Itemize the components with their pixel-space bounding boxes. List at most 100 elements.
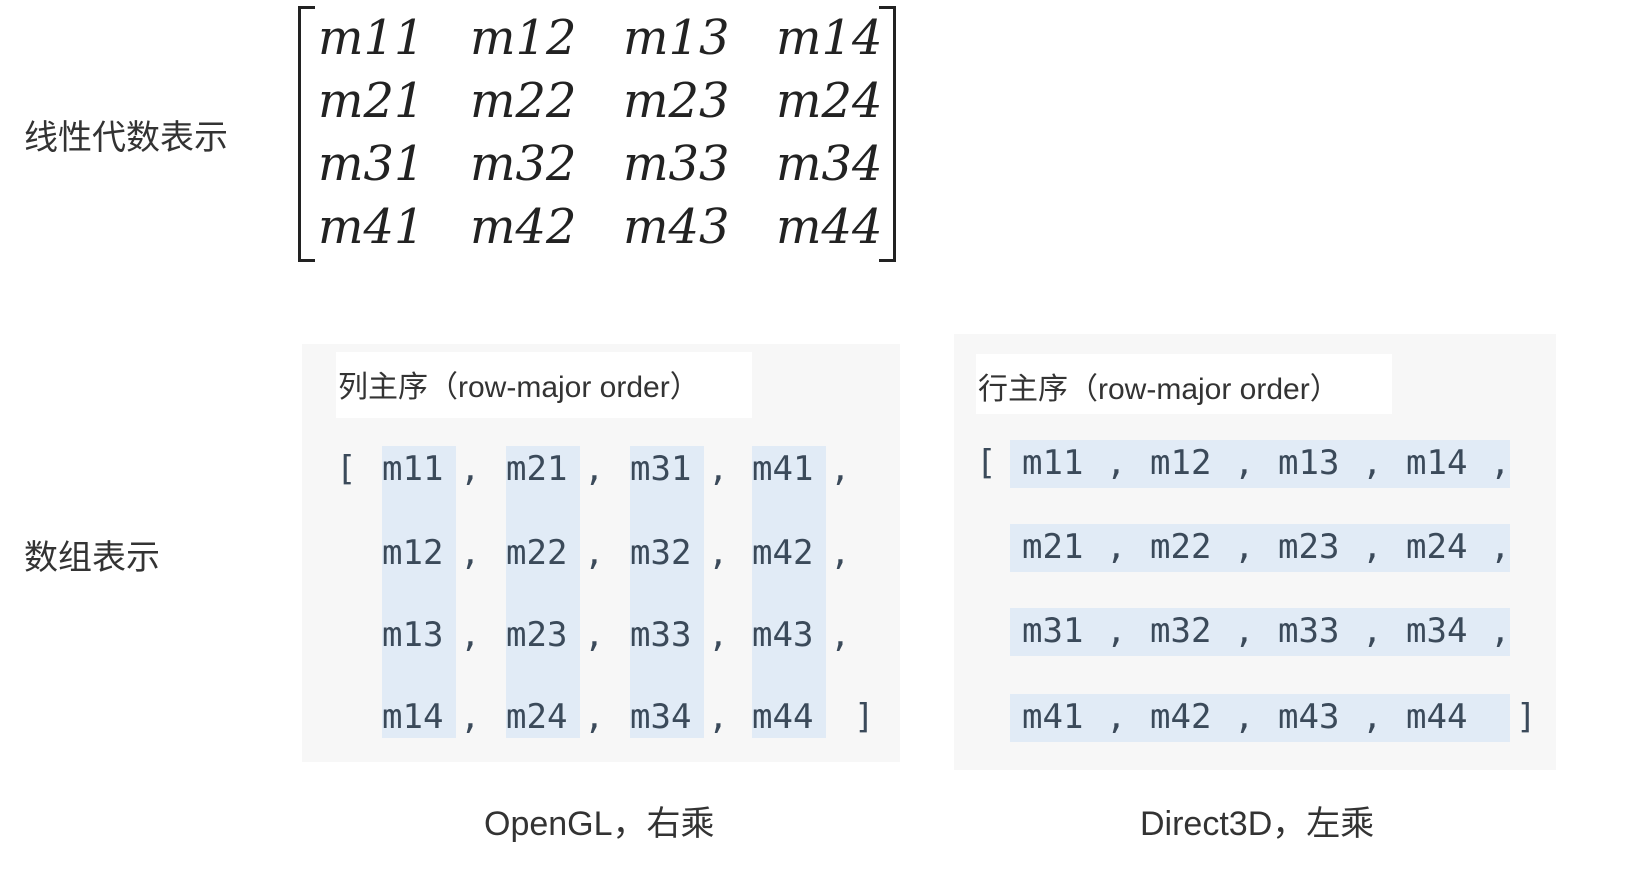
- array-separator: ,: [708, 615, 729, 655]
- array-element: m33: [1278, 611, 1340, 651]
- array-separator: ,: [708, 533, 729, 573]
- array-element: m23: [1278, 527, 1340, 567]
- array-separator: ,: [460, 449, 481, 489]
- row-major-title-text: 行主序（row-major order）: [978, 373, 1340, 406]
- array-element: m34: [630, 697, 692, 737]
- matrix-cell: m33: [623, 136, 730, 192]
- array-separator: ,: [584, 533, 605, 573]
- array-separator: ,: [1490, 443, 1511, 483]
- row-highlight: [1010, 694, 1510, 742]
- array-separator: ,: [1234, 527, 1255, 567]
- array-element: m31: [1022, 611, 1084, 651]
- open-bracket: [: [976, 443, 997, 483]
- array-element: m43: [752, 615, 814, 655]
- array-separator: ,: [1106, 443, 1127, 483]
- array-element: m21: [506, 449, 568, 489]
- array-element: m24: [506, 697, 568, 737]
- close-bracket: ]: [854, 697, 875, 737]
- label-array-representation: 数组表示: [24, 538, 160, 578]
- matrix-cell: m31: [318, 136, 425, 192]
- column-highlight: [752, 446, 826, 738]
- array-element: m41: [752, 449, 814, 489]
- array-separator: ,: [1106, 611, 1127, 651]
- array-separator: ,: [1234, 443, 1255, 483]
- array-element: m22: [506, 533, 568, 573]
- matrix-cell: m13: [623, 10, 730, 66]
- array-element: m44: [1406, 697, 1468, 737]
- array-element: m32: [630, 533, 692, 573]
- row-highlight: [1010, 608, 1510, 656]
- matrix-right-bracket: [879, 6, 896, 262]
- caption-opengl: OpenGL，右乘: [484, 805, 715, 843]
- array-element: m14: [382, 697, 444, 737]
- matrix-cell: m43: [623, 199, 730, 255]
- array-element: m12: [382, 533, 444, 573]
- array-separator: ,: [830, 449, 851, 489]
- array-separator: ,: [460, 697, 481, 737]
- matrix-cell: m11: [318, 10, 425, 66]
- array-separator: ,: [830, 533, 851, 573]
- matrix-cell: m12: [470, 10, 577, 66]
- array-separator: ,: [1362, 697, 1383, 737]
- array-separator: ,: [1490, 611, 1511, 651]
- matrix-cell: m21: [318, 73, 425, 129]
- close-bracket: ]: [1516, 697, 1537, 737]
- array-element: m44: [752, 697, 814, 737]
- column-highlight: [382, 446, 456, 738]
- array-separator: ,: [460, 615, 481, 655]
- array-element: m33: [630, 615, 692, 655]
- matrix-cell: m32: [470, 136, 577, 192]
- array-separator: ,: [1490, 527, 1511, 567]
- label-linear-algebra: 线性代数表示: [24, 118, 228, 158]
- matrix-cell: m14: [776, 10, 883, 66]
- array-element: m24: [1406, 527, 1468, 567]
- array-element: m32: [1150, 611, 1212, 651]
- array-element: m14: [1406, 443, 1468, 483]
- array-separator: ,: [1234, 611, 1255, 651]
- matrix-cell: m23: [623, 73, 730, 129]
- array-element: m22: [1150, 527, 1212, 567]
- row-highlight: [1010, 524, 1510, 572]
- array-element: m31: [630, 449, 692, 489]
- matrix-left-bracket: [298, 6, 315, 262]
- array-separator: ,: [708, 697, 729, 737]
- array-element: m13: [382, 615, 444, 655]
- array-element: m42: [1150, 697, 1212, 737]
- array-separator: ,: [584, 449, 605, 489]
- column-major-panel: 列主序（row-major order） [m11,m21,m31,m41,m1…: [302, 344, 900, 762]
- array-element: m11: [1022, 443, 1084, 483]
- matrix-cell: m22: [470, 73, 577, 129]
- caption-direct3d: Direct3D，左乘: [1140, 805, 1375, 843]
- array-element: m43: [1278, 697, 1340, 737]
- row-major-title: 行主序（row-major order）: [976, 354, 1392, 414]
- array-element: m13: [1278, 443, 1340, 483]
- array-separator: ,: [1362, 611, 1383, 651]
- matrix-cell: m41: [318, 199, 425, 255]
- array-separator: ,: [1234, 697, 1255, 737]
- array-separator: ,: [1362, 527, 1383, 567]
- array-element: m11: [382, 449, 444, 489]
- array-element: m42: [752, 533, 814, 573]
- array-element: m23: [506, 615, 568, 655]
- matrix-cell: m44: [776, 199, 883, 255]
- row-major-panel: 行主序（row-major order） [ m11, m12, m13, m14, m2…: [954, 334, 1556, 770]
- array-separator: ,: [1106, 527, 1127, 567]
- array-separator: ,: [1362, 443, 1383, 483]
- matrix-cell: m42: [470, 199, 577, 255]
- array-element: m41: [1022, 697, 1084, 737]
- column-highlight: [506, 446, 580, 738]
- array-separator: ,: [584, 615, 605, 655]
- column-major-title-text: 列主序（row-major order）: [338, 371, 700, 404]
- row-highlight: [1010, 440, 1510, 488]
- array-element: m21: [1022, 527, 1084, 567]
- column-highlight: [630, 446, 704, 738]
- column-major-title: 列主序（row-major order）: [336, 352, 752, 418]
- array-separator: ,: [830, 615, 851, 655]
- array-separator: ,: [1106, 697, 1127, 737]
- array-separator: ,: [460, 533, 481, 573]
- matrix-cell: m34: [776, 136, 883, 192]
- array-separator: ,: [708, 449, 729, 489]
- array-element: m12: [1150, 443, 1212, 483]
- array-separator: ,: [584, 697, 605, 737]
